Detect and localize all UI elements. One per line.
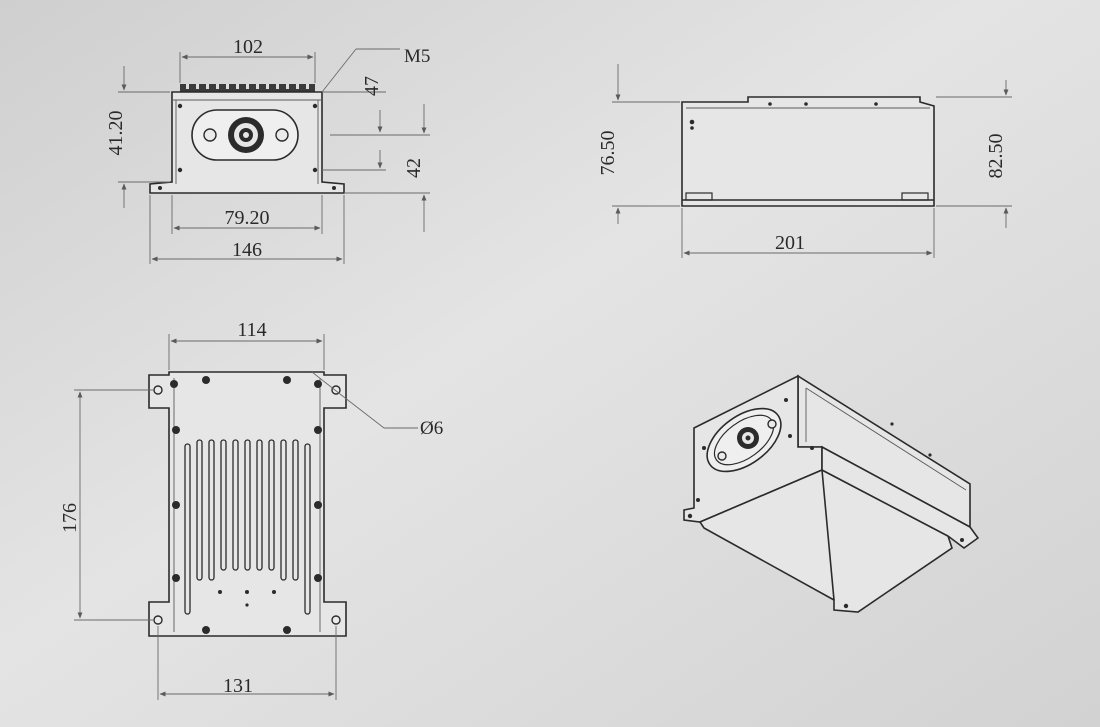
dim-front-right-upper: 47 xyxy=(361,76,383,96)
top-view: 114 Ø6 176 131 xyxy=(59,319,443,700)
dim-side-left-height: 76.50 xyxy=(597,131,619,176)
side-view-body xyxy=(681,96,935,207)
dim-front-top-width: 102 xyxy=(233,36,263,58)
dim-front-right-lower: 42 xyxy=(403,158,425,178)
dim-front-thread: M5 xyxy=(404,46,430,67)
dim-top-hole: Ø6 xyxy=(420,418,443,439)
dim-front-overall-width: 146 xyxy=(232,239,262,261)
top-view-fin-slots xyxy=(184,439,311,615)
dim-front-inner-width: 79.20 xyxy=(225,207,270,229)
side-view: 76.50 82.50 201 xyxy=(597,64,1012,258)
dim-top-length: 176 xyxy=(59,503,81,533)
front-view-fins xyxy=(180,84,315,92)
iso-view xyxy=(683,374,980,613)
dim-front-left-height: 41.20 xyxy=(105,111,127,156)
front-view: 102 M5 41.20 47 42 79.20 146 xyxy=(105,36,430,264)
dim-side-right-height: 82.50 xyxy=(985,134,1007,179)
dim-top-width: 114 xyxy=(237,319,266,341)
dim-top-bottom-width: 131 xyxy=(223,675,253,697)
dim-side-length: 201 xyxy=(775,232,805,254)
